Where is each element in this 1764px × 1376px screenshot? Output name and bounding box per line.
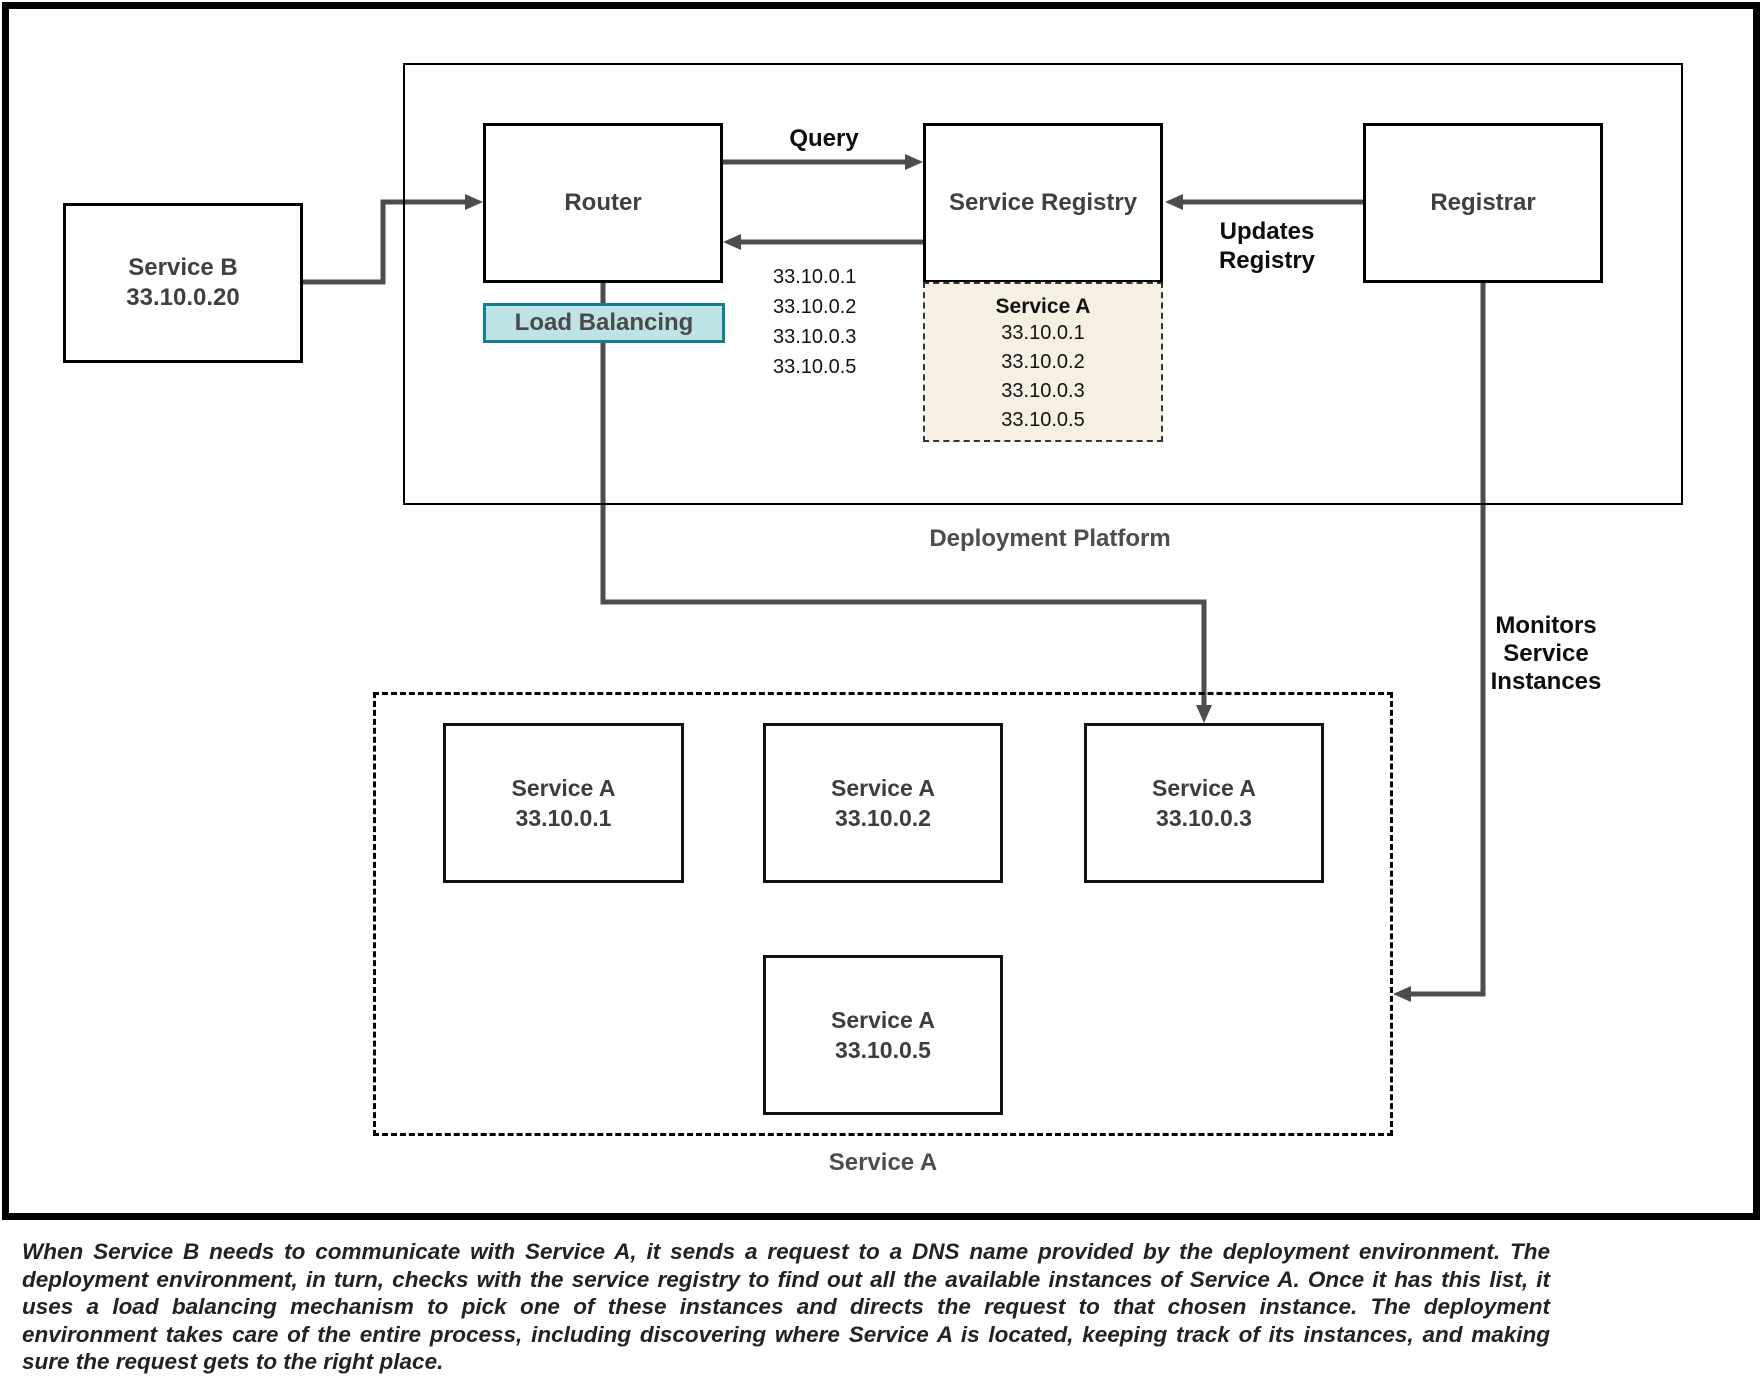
service-b-ip: 33.10.0.20 xyxy=(126,284,240,311)
instance-title: Service A xyxy=(831,775,935,801)
caption-paragraph: When Service B needs to communicate with… xyxy=(22,1239,1550,1374)
connector-service-b-to-router xyxy=(303,194,483,285)
instance-ip: 33.10.0.2 xyxy=(835,805,931,831)
service-a-instance-box: Service A 33.10.0.5 xyxy=(763,955,1003,1115)
monitors-service-instances-label: Monitors Service Instances xyxy=(1490,612,1602,695)
service-a-instance-box: Service A 33.10.0.3 xyxy=(1084,723,1324,883)
query-arrow-label: Query xyxy=(789,125,859,152)
returned-ip: 33.10.0.1 xyxy=(773,266,857,288)
connector-load-balancer-to-instance xyxy=(600,283,1212,723)
load-balancing-label: Load Balancing xyxy=(514,309,694,336)
returned-ip: 33.10.0.2 xyxy=(773,296,857,318)
load-balancing-chip: Load Balancing xyxy=(483,303,725,343)
instance-title: Service A xyxy=(1152,775,1256,801)
instance-ip: 33.10.0.5 xyxy=(835,1037,931,1063)
returned-ip-list: 33.10.0.1 33.10.0.2 33.10.0.3 33.10.0.5 xyxy=(773,262,933,382)
instance-ip: 33.10.0.1 xyxy=(515,805,612,831)
instance-title: Service A xyxy=(511,775,616,801)
service-b-title: Service B xyxy=(128,254,238,281)
returned-ip: 33.10.0.3 xyxy=(773,326,857,348)
registrar-box: Registrar xyxy=(1363,123,1603,283)
connector-registrar-monitors-instances xyxy=(1393,283,1486,1002)
deployment-platform-box xyxy=(403,63,1683,505)
outer-frame xyxy=(2,2,1760,1220)
registry-entry-service-a: Service A 33.10.0.1 33.10.0.2 33.10.0.3 … xyxy=(923,282,1163,442)
service-registry-label: Service Registry xyxy=(948,189,1138,216)
deployment-platform-label: Deployment Platform xyxy=(929,525,1171,552)
service-a-instance-box: Service A 33.10.0.2 xyxy=(763,723,1003,883)
returned-ip: 33.10.0.5 xyxy=(773,356,857,378)
service-a-instance-box: Service A 33.10.0.1 xyxy=(443,723,684,883)
registry-entry-ip: 33.10.0.1 xyxy=(1001,322,1085,344)
service-b-box: Service B 33.10.0.20 xyxy=(63,203,303,363)
registry-entry-ip: 33.10.0.2 xyxy=(1001,351,1085,373)
router-label: Router xyxy=(564,189,642,216)
router-box: Router xyxy=(483,123,723,283)
connector-layer xyxy=(303,154,1486,1002)
updates-registry-label: Updates Registry xyxy=(1218,218,1316,274)
service-a-group-box xyxy=(373,692,1393,1136)
registrar-label: Registrar xyxy=(1430,189,1536,216)
service-registry-box: Service Registry xyxy=(923,123,1163,283)
instance-ip: 33.10.0.3 xyxy=(1156,805,1252,831)
registry-entry-ip: 33.10.0.5 xyxy=(1001,409,1085,431)
registry-entry-ip: 33.10.0.3 xyxy=(1001,380,1085,402)
registry-entry-title: Service A xyxy=(995,295,1091,318)
service-a-group-label: Service A xyxy=(828,1149,938,1176)
instance-title: Service A xyxy=(831,1007,935,1033)
